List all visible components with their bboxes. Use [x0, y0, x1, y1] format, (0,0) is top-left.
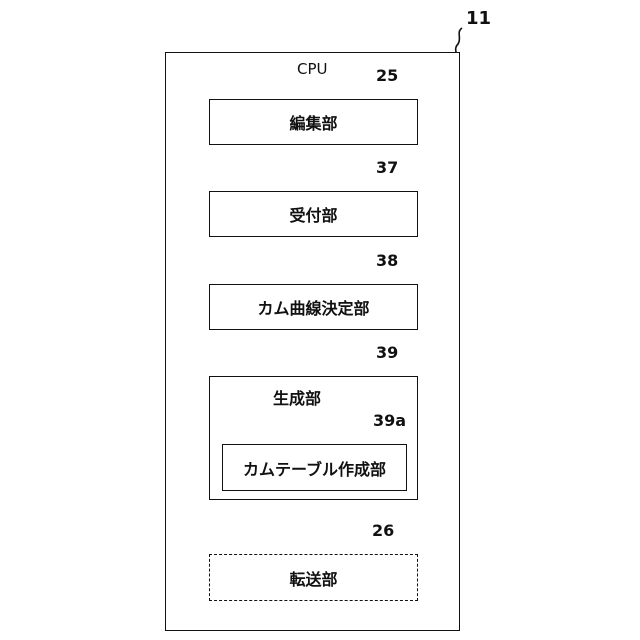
- block-ref-number: 25: [376, 68, 398, 84]
- block-ref-number: 37: [376, 160, 398, 176]
- block-ref-number: 26: [372, 523, 394, 539]
- sub-block-label: カムテーブル作成部: [223, 445, 406, 490]
- cpu-ref-number: 11: [466, 10, 491, 28]
- sub-block-ref-number: 39a: [373, 413, 406, 429]
- block-ref-number: 39: [376, 345, 398, 361]
- block-label: 受付部: [210, 192, 417, 236]
- block-label: 転送部: [210, 555, 417, 600]
- block-ref-number: 38: [376, 253, 398, 269]
- cpu-title: CPU: [297, 62, 328, 77]
- block-label: 編集部: [210, 100, 417, 144]
- block-cam-curve-unit: カム曲線決定部: [209, 284, 418, 330]
- block-edit-unit: 編集部: [209, 99, 418, 145]
- block-label: 生成部: [273, 391, 321, 407]
- block-receive-unit: 受付部: [209, 191, 418, 237]
- block-label: カム曲線決定部: [210, 285, 417, 329]
- block-cam-table-unit: カムテーブル作成部: [222, 444, 407, 491]
- block-transfer-unit: 転送部: [209, 554, 418, 601]
